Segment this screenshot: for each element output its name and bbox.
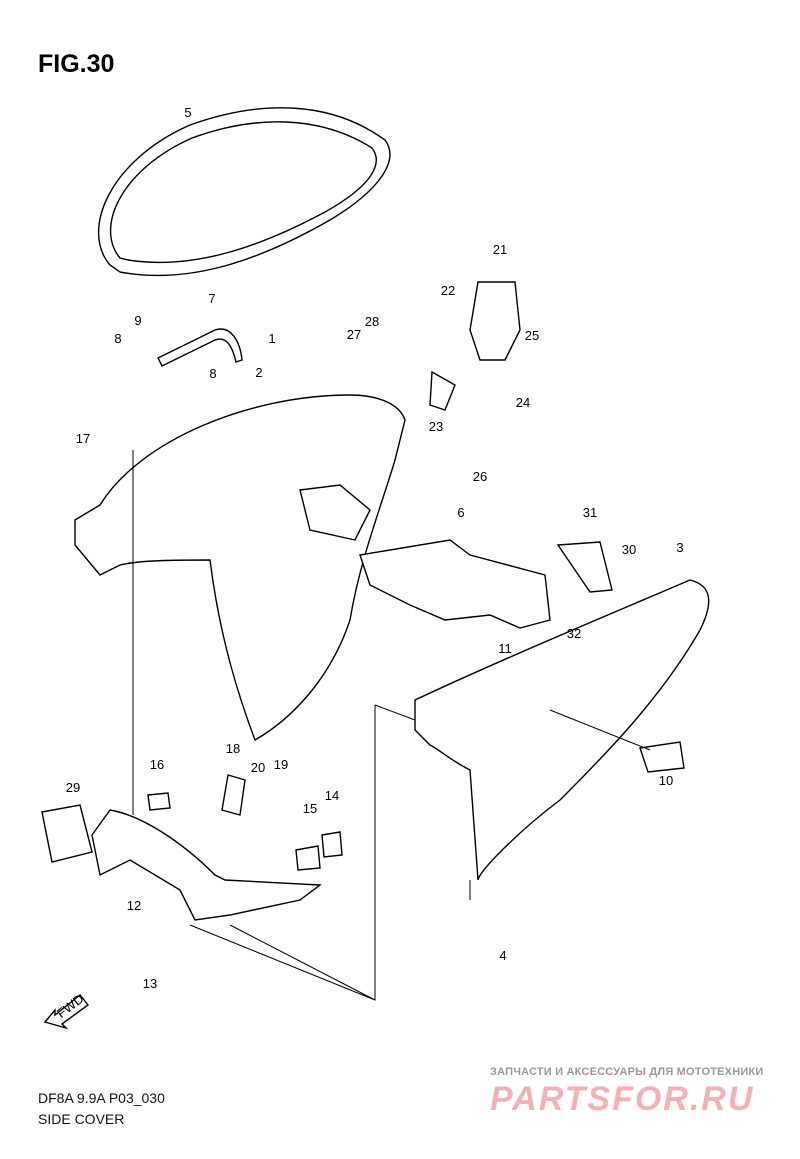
grommet-10-part xyxy=(639,741,685,773)
callout-8: 8 xyxy=(209,366,216,381)
bracket-18-part xyxy=(221,774,246,816)
callout-4: 4 xyxy=(499,948,506,963)
figure-title: FIG.30 xyxy=(38,50,115,78)
clip-16-part xyxy=(147,792,171,811)
section-name: SIDE COVER xyxy=(38,1111,125,1127)
seal-ring-inner xyxy=(110,121,377,264)
watermark-subtitle: ЗАПЧАСТИ И АКСЕССУАРЫ ДЛЯ МОТОТЕХНИКИ xyxy=(490,1066,764,1078)
callout-16: 16 xyxy=(150,757,164,772)
hose-part xyxy=(157,328,243,367)
callout-22: 22 xyxy=(441,283,455,298)
diagram-caption: DF8A 9.9A P03_030 SIDE COVER xyxy=(38,1088,165,1130)
callout-9: 9 xyxy=(134,313,141,328)
gasket-part xyxy=(359,539,551,629)
callout-12: 12 xyxy=(127,898,141,913)
callout-21: 21 xyxy=(493,242,507,257)
callout-1: 1 xyxy=(268,331,275,346)
lower-bracket-part xyxy=(91,809,322,921)
callout-3: 3 xyxy=(676,540,683,555)
pad-29-part xyxy=(41,804,93,863)
cover-opening xyxy=(299,484,371,541)
callout-24: 24 xyxy=(516,395,530,410)
callout-6: 6 xyxy=(457,505,464,520)
callout-7: 7 xyxy=(208,291,215,306)
callout-14: 14 xyxy=(325,788,339,803)
callout-29: 29 xyxy=(66,780,80,795)
callout-32: 32 xyxy=(567,626,581,641)
callout-30: 30 xyxy=(622,542,636,557)
fwd-arrow-icon xyxy=(43,994,90,1030)
callout-8: 8 xyxy=(114,331,121,346)
watermark-logo: PARTSFOR.RU xyxy=(490,1080,755,1118)
callout-5: 5 xyxy=(184,105,191,120)
callout-15: 15 xyxy=(303,801,317,816)
guide-lines xyxy=(132,450,651,1001)
model-code: DF8A 9.9A P03_030 xyxy=(38,1090,165,1106)
callout-10: 10 xyxy=(659,773,673,788)
callout-18: 18 xyxy=(226,741,240,756)
callout-13: 13 xyxy=(143,976,157,991)
bracket-23-part xyxy=(429,370,456,411)
callout-28: 28 xyxy=(365,314,379,329)
cover-bracket-31-part xyxy=(556,541,613,593)
grommet-15-part xyxy=(295,845,321,871)
callout-25: 25 xyxy=(525,328,539,343)
callout-27: 27 xyxy=(347,327,361,342)
callout-26: 26 xyxy=(473,469,487,484)
callout-31: 31 xyxy=(583,505,597,520)
callout-23: 23 xyxy=(429,419,443,434)
side-cover-right-part xyxy=(414,579,710,881)
callout-11: 11 xyxy=(498,641,512,656)
latch-part xyxy=(469,281,521,361)
callout-2: 2 xyxy=(255,365,262,380)
plug-14-part xyxy=(321,831,343,858)
side-cover-left-part xyxy=(74,394,406,742)
callout-17: 17 xyxy=(76,431,90,446)
callout-19: 19 xyxy=(274,757,288,772)
callout-20: 20 xyxy=(251,760,265,775)
